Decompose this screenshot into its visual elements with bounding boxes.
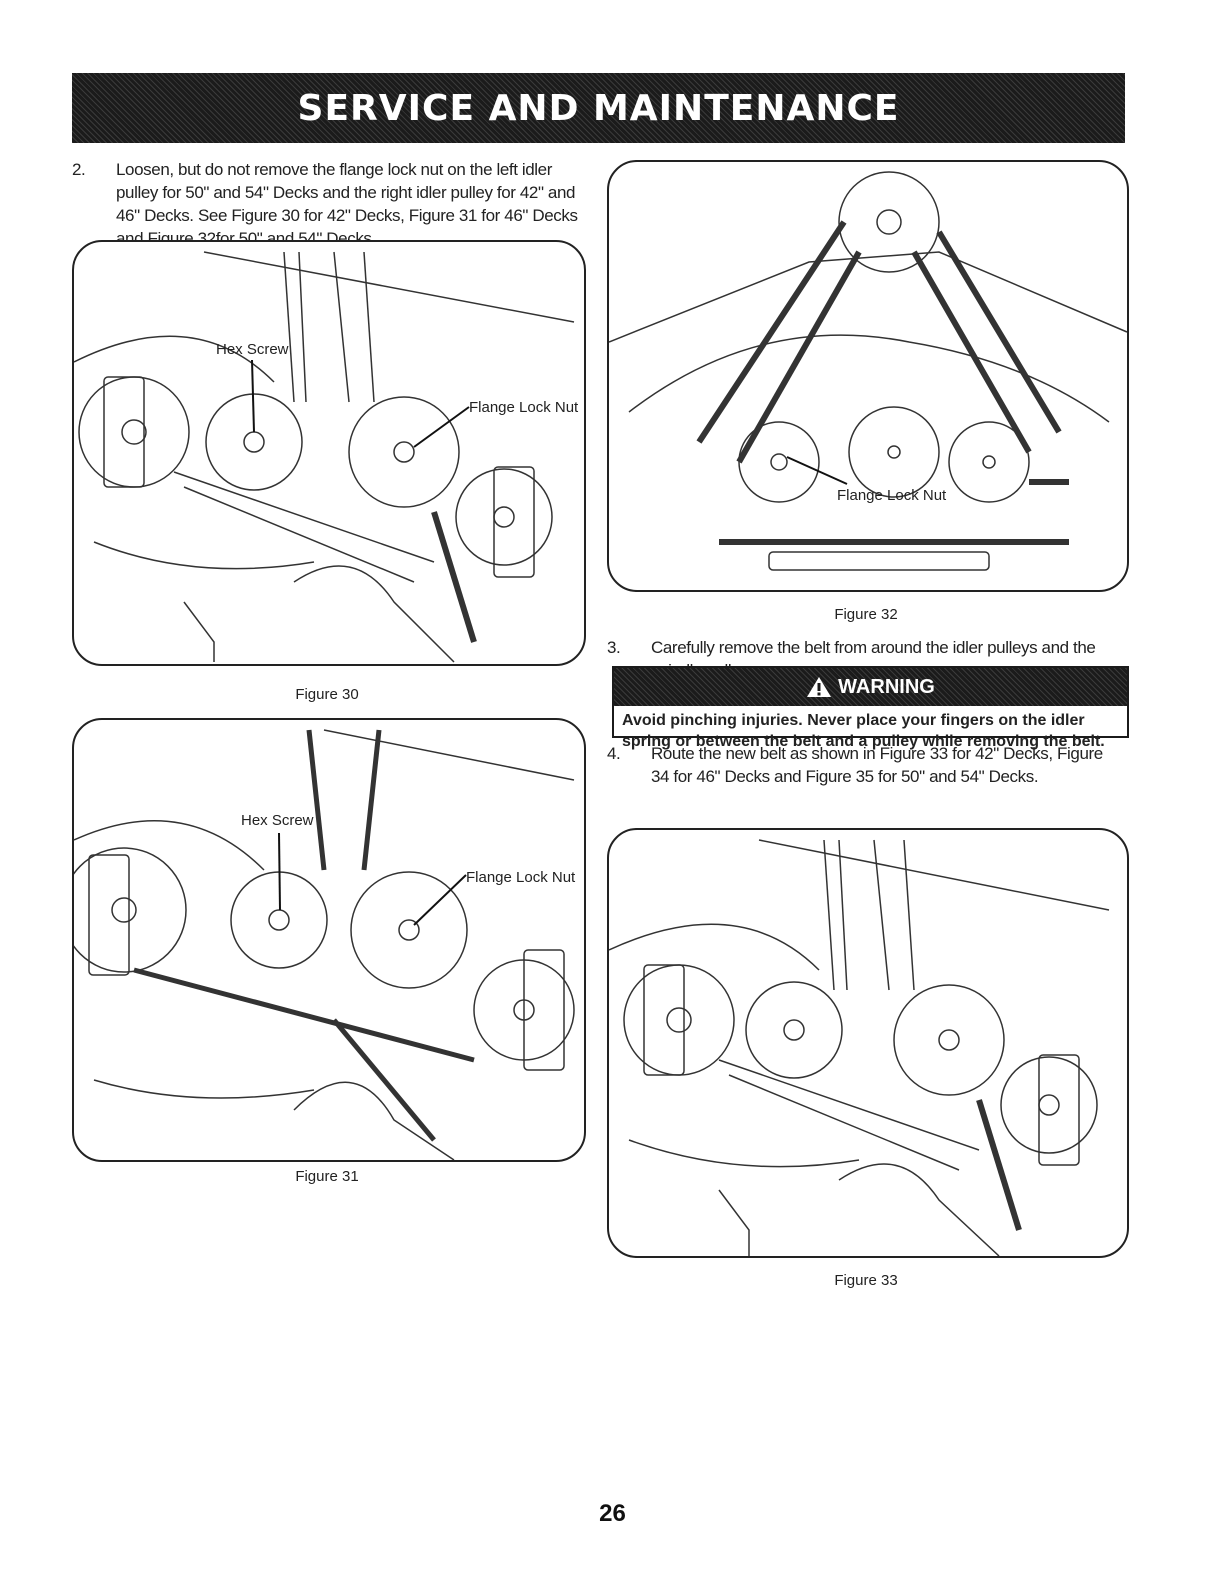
section-header: SERVICE AND MAINTENANCE	[72, 73, 1125, 143]
figure-32-illustration: Flange Lock Nut	[609, 171, 1127, 571]
section-title: SERVICE AND MAINTENANCE	[297, 87, 900, 129]
figure-32: Flange Lock Nut	[607, 160, 1129, 592]
flange-lock-nut-label: Flange Lock Nut	[469, 399, 579, 416]
step-4: 4. Route the new belt as shown in Figure…	[607, 742, 1112, 788]
warning-header: WARNING	[614, 668, 1127, 706]
figure-33-illustration	[609, 839, 1110, 1256]
warning-text: Avoid pinching injuries. Never place you…	[622, 712, 1105, 750]
figure-31: Hex Screw Flange Lock Nut	[72, 718, 586, 1162]
step-number: 4.	[607, 744, 621, 763]
page-number: 26	[599, 1500, 626, 1527]
figure-33-caption: Figure 33	[834, 1272, 898, 1289]
flange-lock-nut-label: Flange Lock Nut	[466, 869, 576, 886]
figure-32-caption: Figure 32	[834, 606, 898, 623]
step-2: 2. Loosen, but do not remove the flange …	[72, 158, 592, 250]
hex-screw-label: Hex Screw	[241, 812, 314, 829]
step-number: 2.	[72, 160, 86, 179]
figure-31-caption: Figure 31	[295, 1168, 359, 1185]
flange-lock-nut-label: Flange Lock Nut	[837, 487, 947, 504]
step-number: 3.	[607, 638, 621, 657]
figure-31-illustration: Hex Screw Flange Lock Nut	[74, 729, 576, 1160]
step-text: Route the new belt as shown in Figure 33…	[651, 744, 1103, 786]
hex-screw-label: Hex Screw	[216, 341, 289, 358]
figure-30: Hex Screw Flange Lock Nut	[72, 240, 586, 666]
figure-30-illustration: Hex Screw Flange Lock Nut	[74, 251, 579, 663]
figure-33	[607, 828, 1129, 1258]
warning-title: WARNING	[838, 675, 935, 698]
warning-box: WARNING Avoid pinching injuries. Never p…	[612, 666, 1129, 750]
warning-triangle-icon	[807, 677, 832, 697]
step-text: Loosen, but do not remove the flange loc…	[116, 160, 578, 248]
figure-30-caption: Figure 30	[295, 686, 359, 703]
